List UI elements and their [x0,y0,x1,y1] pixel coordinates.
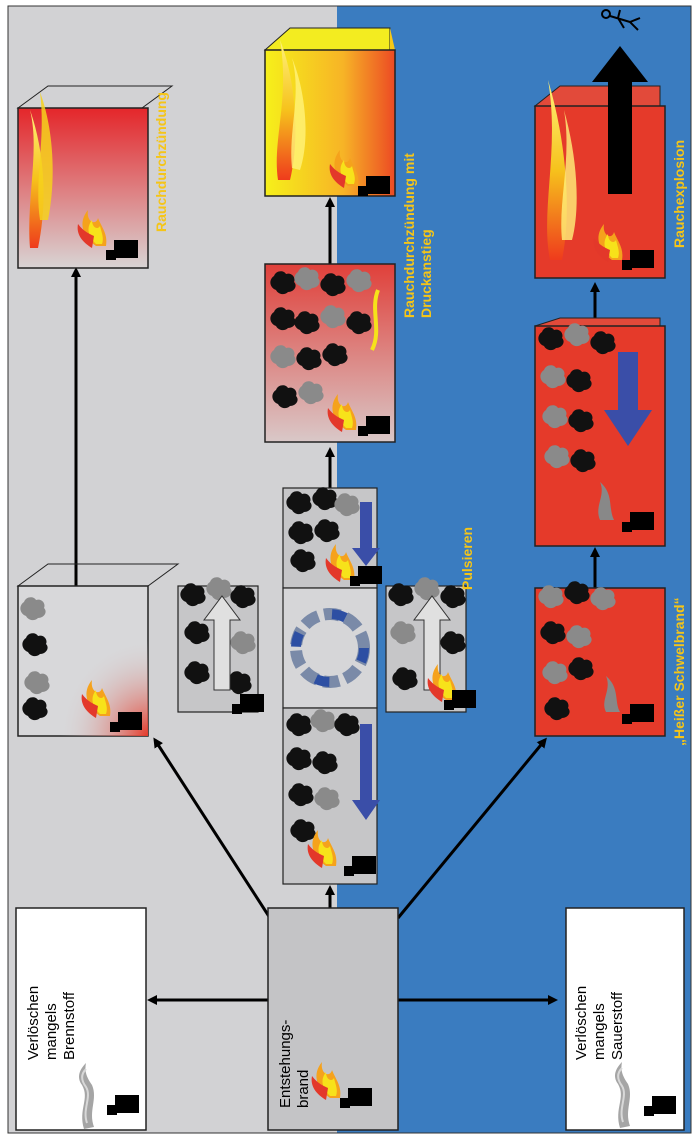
down-arrow-icon [352,724,380,820]
backdraft-label: Rauchexplosion [671,140,687,248]
pulsing-label: Pulsieren [459,527,475,590]
arrow-to-hot-smoulder [396,737,547,919]
extinct-fuel-label-line1: Verlöschen [25,986,42,1060]
extinct-oxygen-label-line1: Verlöschen [573,986,590,1060]
grey-room-box [16,563,180,737]
pressure-flashover-label-line1: Rauchdurchzündung mit [401,153,417,318]
hot-smoulder-box [534,581,666,737]
start-fire-label-line2: brand [295,1070,312,1108]
arrow-to-grey-room [153,737,272,919]
pulsing-cluster [177,487,476,885]
flame-icon [276,40,296,180]
blast-arrow-icon [592,46,648,194]
start-fire-label-line1: Entstehungs- [277,1020,294,1108]
smoke-room-box [264,263,396,443]
up-arrow-icon [203,595,241,691]
backdraft-box [533,46,666,279]
extinct-oxygen-box [565,907,685,1131]
flashover-box [16,85,174,269]
pressure-flashover-label-line2: Druckanstieg [418,229,434,318]
hot-smoulder-label: „Heißer Schwelbrand“ [671,597,687,746]
cycle-arrows-icon [290,608,370,688]
falling-person-icon [601,9,641,31]
opening-room-box [534,317,666,547]
extinct-fuel-label-line3: Brennstoff [61,991,78,1060]
down-arrow-icon [352,502,380,566]
start-fire-box [267,907,399,1131]
extinct-fuel-box [15,907,147,1131]
extinct-fuel-label-line2: mangels [43,1003,60,1060]
flashover-label: Rauchdurchzündung [153,92,169,232]
extinct-oxygen-label-line2: mangels [591,1003,608,1060]
extinct-oxygen-label-line3: Sauerstoff [609,991,626,1060]
diagram-border [7,5,692,1134]
down-arrow-icon [604,352,652,446]
pressure-flashover-box [263,27,396,197]
